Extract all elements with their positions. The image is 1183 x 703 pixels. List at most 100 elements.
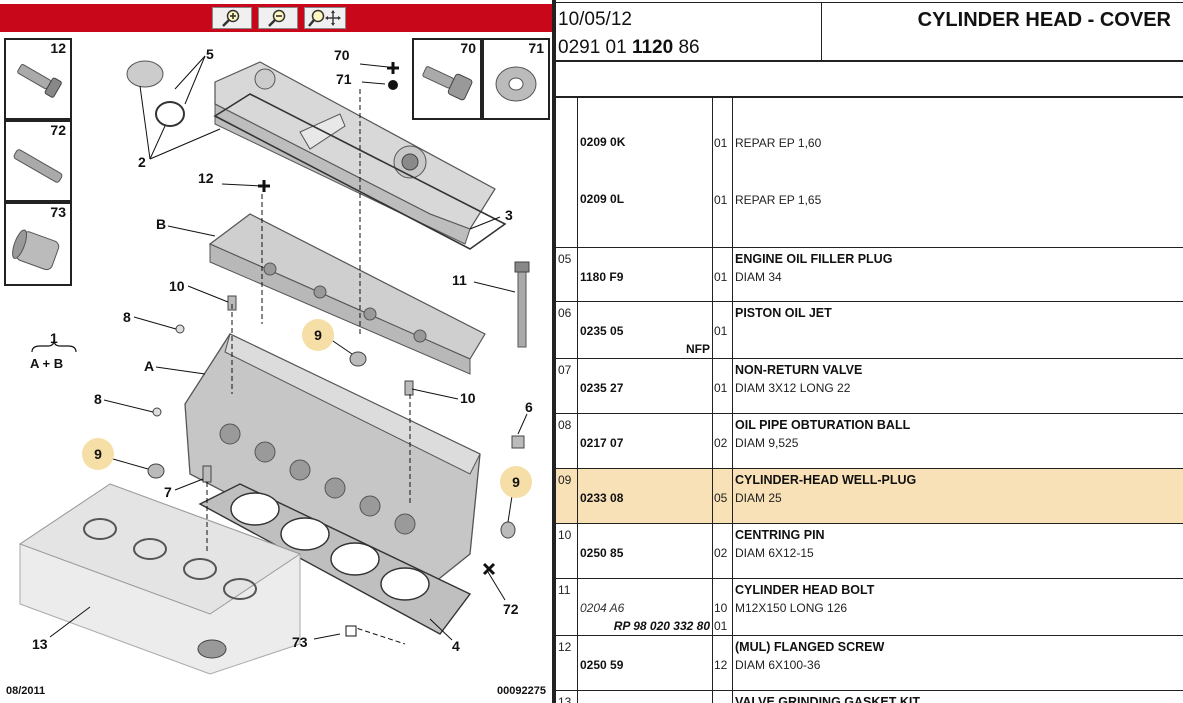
header-date: 10/05/12 <box>558 9 632 30</box>
thumbnail-70[interactable]: 70 <box>412 38 482 120</box>
zoom-out-button[interactable] <box>258 7 298 29</box>
thumbnail-72[interactable]: 72 <box>4 120 72 202</box>
part-qty: 05 <box>714 491 728 505</box>
header-info: 10/05/12 0291 01 1120 86 <box>556 3 822 61</box>
zoom-pan-button[interactable] <box>304 7 346 29</box>
part-desc: DIAM 34 <box>735 270 782 284</box>
callout-71[interactable]: 71 <box>336 71 352 87</box>
thumbnail-number: 73 <box>50 204 66 220</box>
table-row[interactable]: 12 0250 59 12 (MUL) FLANGED SCREW DIAM 6… <box>556 636 1183 691</box>
thumbnail-71[interactable]: 71 <box>482 38 550 120</box>
table-row[interactable]: 08 0217 07 02 OIL PIPE OBTURATION BALL D… <box>556 414 1183 469</box>
callout-11[interactable]: 11 <box>452 272 467 288</box>
zoom-pan-icon <box>308 9 341 27</box>
exploded-view-diagram: 12 72 73 70 71 <box>0 34 552 703</box>
table-row[interactable]: 0209 0K 0209 0L 01 01 REPAR EP 1,60 REPA… <box>556 98 1183 248</box>
callout-12[interactable]: 12 <box>198 170 214 186</box>
callout-8-lower[interactable]: 8 <box>94 391 102 407</box>
callout-4[interactable]: 4 <box>452 638 460 654</box>
part-desc: M12X150 LONG 126 <box>735 601 848 615</box>
callout-B[interactable]: B <box>156 216 167 232</box>
part-desc: DIAM 9,525 <box>735 436 799 450</box>
part-name: PISTON OIL JET <box>735 306 832 320</box>
part-name: OIL PIPE OBTURATION BALL <box>735 418 911 432</box>
part-qty: 12 <box>714 658 728 672</box>
diagram-panel: 12 72 73 70 71 <box>0 0 552 703</box>
part-name: VALVE GRINDING GASKET KIT <box>735 695 920 703</box>
thumbnail-number: 70 <box>460 40 476 56</box>
callout-13[interactable]: 13 <box>32 636 48 652</box>
part-ref[interactable]: 0250 85 <box>580 546 624 560</box>
part-ref[interactable]: 0250 59 <box>580 658 624 672</box>
table-row[interactable]: 13 VALVE GRINDING GASKET KIT <box>556 691 1183 703</box>
part-ref[interactable]: 0209 0K <box>580 135 626 149</box>
thumbnail-73[interactable]: 73 <box>4 202 72 286</box>
table-row[interactable]: 05 1180 F9 01 ENGINE OIL FILLER PLUG DIA… <box>556 248 1183 302</box>
part-ref-note: NFP <box>686 342 710 356</box>
part-qty: 01 <box>714 381 728 395</box>
zoom-out-icon <box>268 9 286 27</box>
thumbnail-number: 72 <box>50 122 66 138</box>
part-ref[interactable]: 0235 05 <box>580 324 624 338</box>
part-qty: 01 <box>714 619 728 633</box>
header-reference: 0291 01 1120 86 <box>558 37 700 59</box>
table-row[interactable]: 07 0235 27 01 NON-RETURN VALVE DIAM 3X12… <box>556 359 1183 414</box>
callout-a-plus-b[interactable]: A + B <box>30 356 64 371</box>
part-pos: 12 <box>558 640 572 654</box>
part-qty: 01 <box>714 270 728 284</box>
part-ref[interactable]: 0233 08 <box>580 491 624 505</box>
callout-A[interactable]: A <box>144 358 155 374</box>
callout-3[interactable]: 3 <box>505 207 513 223</box>
table-row[interactable]: 06 0235 05 NFP 01 PISTON OIL JET <box>556 302 1183 359</box>
zoom-in-button[interactable] <box>212 7 252 29</box>
part-qty: 01 <box>714 324 728 338</box>
thumbnail-number: 12 <box>50 40 66 56</box>
parts-header: 10/05/12 0291 01 1120 86 CYLINDER HEAD -… <box>556 2 1183 62</box>
washer-icon <box>495 66 537 102</box>
parts-list-panel: 10/05/12 0291 01 1120 86 CYLINDER HEAD -… <box>556 0 1183 703</box>
callout-5[interactable]: 5 <box>206 46 214 62</box>
valve-cover-shape <box>214 61 496 245</box>
part-ref[interactable]: 0217 07 <box>580 436 624 450</box>
callout-72[interactable]: 72 <box>503 601 519 617</box>
flanged-screw-icon <box>17 64 62 98</box>
callout-70[interactable]: 70 <box>334 47 350 63</box>
callout-10-lower[interactable]: 10 <box>460 390 476 406</box>
part-ref-alt[interactable]: RP 98 020 332 80 <box>613 619 710 633</box>
part-desc: REPAR EP 1,65 <box>735 193 822 207</box>
callout-9-highlighted[interactable]: 9 <box>302 319 334 351</box>
part-ref[interactable]: 0235 27 <box>580 381 624 395</box>
callout-7[interactable]: 7 <box>164 484 172 500</box>
part-qty: 01 <box>714 136 728 150</box>
table-row[interactable]: 10 0250 85 02 CENTRING PIN DIAM 6X12-15 <box>556 524 1183 579</box>
callout-10[interactable]: 10 <box>169 278 185 294</box>
callout-73[interactable]: 73 <box>292 634 308 650</box>
thumbnail-12[interactable]: 12 <box>4 38 72 120</box>
part-pos: 08 <box>558 418 572 432</box>
header-subbar <box>556 64 1183 98</box>
part-ref[interactable]: 1180 F9 <box>580 270 624 284</box>
part-qty: 02 <box>714 546 728 560</box>
part-ref[interactable]: 0209 0L <box>580 192 625 206</box>
callout-2[interactable]: 2 <box>138 154 146 170</box>
part-desc: DIAM 25 <box>735 491 782 505</box>
part-name: NON-RETURN VALVE <box>735 363 863 377</box>
part-name: CYLINDER HEAD BOLT <box>735 583 875 597</box>
callout-1[interactable]: 1 <box>50 330 58 346</box>
table-row[interactable]: 11 0204 A6 RP 98 020 332 80 10 01 CYLIND… <box>556 579 1183 636</box>
callout-8[interactable]: 8 <box>123 309 131 325</box>
part-desc: DIAM 6X100-36 <box>735 658 821 672</box>
callout-6[interactable]: 6 <box>525 399 533 415</box>
table-row-selected[interactable]: 09 0233 08 05 CYLINDER-HEAD WELL-PLUG DI… <box>556 469 1183 524</box>
ref-bold: 1120 <box>631 37 674 58</box>
part-name: (MUL) FLANGED SCREW <box>735 640 885 654</box>
part-pos: 05 <box>558 252 572 266</box>
part-ref[interactable]: 0204 A6 <box>580 601 625 615</box>
part-pos: 09 <box>558 473 572 487</box>
callout-9-highlighted-right[interactable]: 9 <box>500 466 532 498</box>
part-pos: 11 <box>558 583 571 597</box>
stud-icon <box>13 149 63 183</box>
callout-9-highlighted-left[interactable]: 9 <box>82 438 114 470</box>
panel-divider[interactable] <box>552 0 556 703</box>
part-desc: DIAM 6X12-15 <box>735 546 814 560</box>
